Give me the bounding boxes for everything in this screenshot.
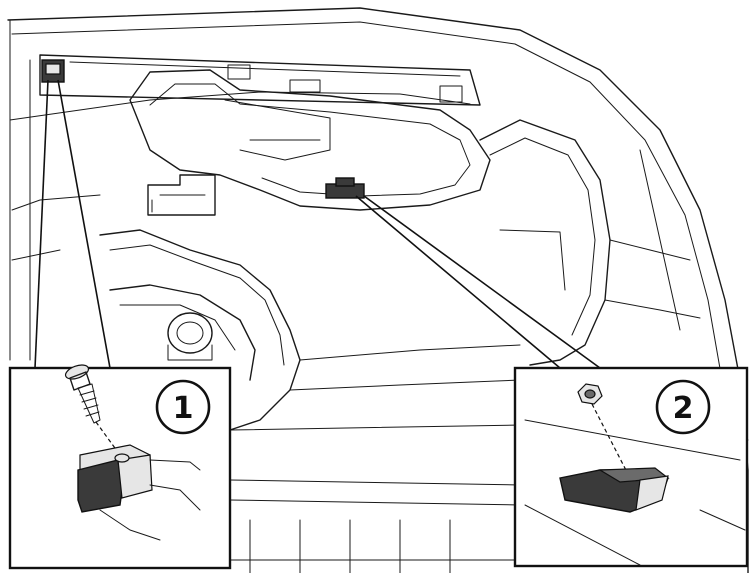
wedge-block-icon — [559, 467, 670, 513]
bracket-clip-icon — [77, 444, 201, 541]
leader-lines — [34, 79, 601, 369]
fastener-location-2 — [325, 177, 365, 199]
fastener-location-1 — [41, 59, 65, 83]
callout-1-label: 1 — [173, 391, 194, 426]
detail-inset-2: 2 — [513, 366, 749, 568]
nut-icon — [577, 383, 603, 405]
lower-panel — [99, 229, 521, 431]
screw-icon — [64, 364, 101, 424]
center-trim-panel — [129, 69, 491, 211]
upper-rail — [39, 54, 481, 106]
callout-2-label: 2 — [673, 391, 694, 426]
rubber-stop — [167, 312, 213, 361]
callout-2-circle — [655, 379, 711, 435]
left-bracket — [147, 174, 216, 216]
callout-1-circle — [155, 379, 211, 435]
right-pillar — [479, 119, 701, 366]
detail-inset-1: 1 — [8, 364, 232, 570]
